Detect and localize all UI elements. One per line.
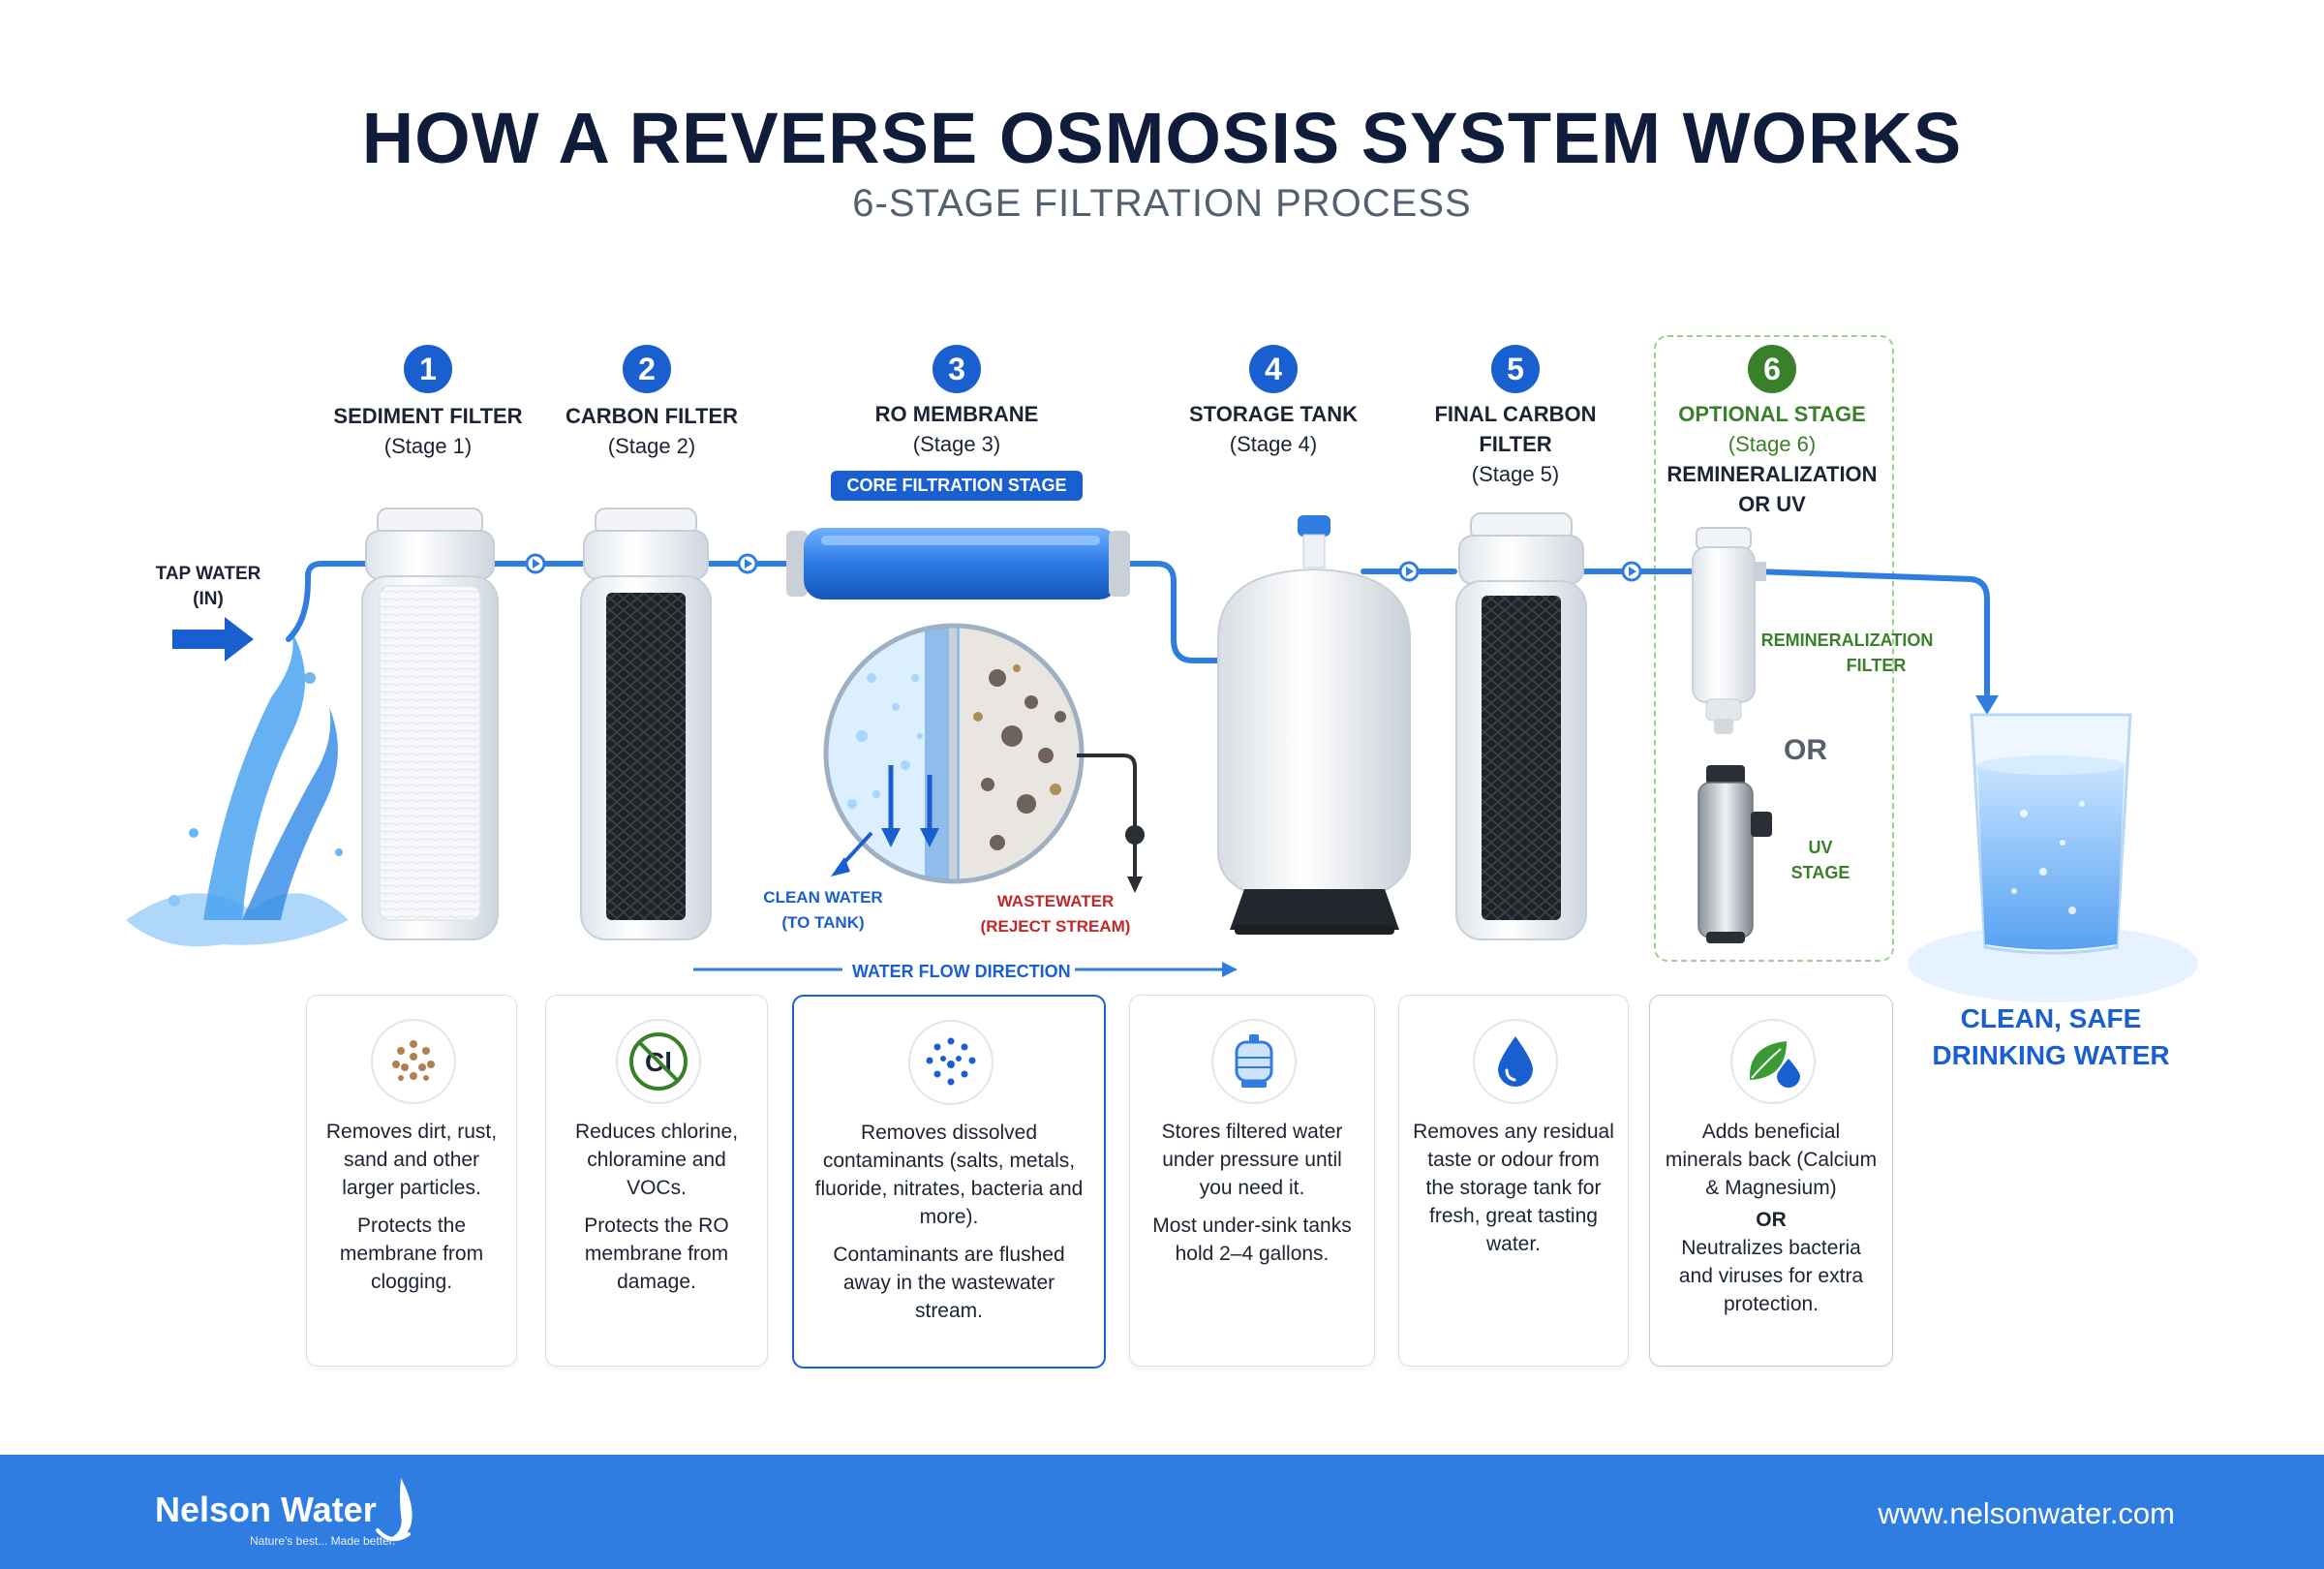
card-storage-tank: Stores filtered water under pressure unt… (1129, 995, 1375, 1367)
card-carbon-filter: Cl Reduces chlorine, chloramine and VOCs… (545, 995, 768, 1367)
stage-number-6: 6 (1748, 345, 1796, 393)
page-subtitle: 6-STAGE FILTRATION PROCESS (852, 182, 1472, 225)
card-sediment-filter: Removes dirt, rust, sand and other large… (306, 995, 517, 1367)
stage-name: STORAGE TANK (1189, 402, 1358, 426)
stage-name: RO MEMBRANE (874, 402, 1039, 426)
card-text: Stores filtered water under pressure unt… (1152, 1121, 1352, 1265)
ro-membrane-tube (786, 528, 1130, 600)
drinking-glass (1908, 713, 2198, 1002)
final-carbon-filter-housing (1455, 512, 1587, 940)
water-drop-icon (1473, 1019, 1558, 1104)
stage-header-2: CARBON FILTER (Stage 2) (540, 401, 763, 461)
stage-extra-line2: OR UV (1738, 492, 1806, 516)
core-stage-badge: CORE FILTRATION STAGE (831, 471, 1083, 501)
no-chlorine-icon: Cl (616, 1019, 701, 1104)
uv-sterilizer (1697, 765, 1772, 943)
brand-tagline: Nature's best... Made better. (250, 1534, 396, 1548)
card-ro-membrane: Removes dissolved contaminants (salts, m… (792, 995, 1106, 1369)
water-flow-direction-label: WATER FLOW DIRECTION (852, 962, 1071, 981)
stage-name: CARBON FILTER (565, 404, 739, 428)
stage-number-4: 4 (1249, 345, 1298, 393)
stage-name-line2: FILTER (1479, 432, 1552, 456)
stage-name: OPTIONAL STAGE (1678, 402, 1866, 426)
storage-tank (1217, 515, 1411, 935)
card-final-carbon-filter: Removes any residual taste or odour from… (1398, 995, 1629, 1367)
stage-label: (Stage 1) (383, 434, 473, 458)
uv-stage-label: UV STAGE (1790, 838, 1850, 882)
website-link[interactable]: www.nelsonwater.com (1878, 1496, 2175, 1530)
card-text: Removes any residual taste or odour from… (1413, 1121, 1614, 1255)
wastewater-label: WASTEWATER (REJECT STREAM) (980, 892, 1131, 936)
stage-extra-line1: REMINERALIZATION (1667, 462, 1878, 486)
brand-drop-icon (376, 1478, 413, 1542)
tank-icon (1211, 1019, 1297, 1104)
stage-name: SEDIMENT FILTER (333, 404, 523, 428)
stage-number-3: 3 (933, 345, 981, 393)
stage-header-5: FINAL CARBON FILTER (Stage 5) (1399, 399, 1632, 489)
remineralization-filter-label: REMINERALIZATION FILTER (1760, 631, 1934, 675)
optional-stage-box (1654, 335, 1894, 962)
clean-drinking-water-label: CLEAN, SAFE DRINKING WATER (1932, 1003, 2170, 1070)
stage-header-4: STORAGE TANK (Stage 4) (1157, 399, 1390, 459)
stage-label: (Stage 5) (1471, 462, 1560, 486)
sediment-filter-housing (361, 508, 499, 940)
remineralization-filter (1692, 527, 1766, 734)
tap-water-label: TAP WATER (IN) (155, 564, 261, 609)
page-title: HOW A REVERSE OSMOSIS SYSTEM WORKS (361, 98, 1963, 178)
clean-water-label: CLEAN WATER (TO TANK) (763, 888, 883, 932)
leaf-drop-icon (1730, 1019, 1816, 1104)
dissolved-dots-icon (908, 1020, 994, 1105)
particles-icon (371, 1019, 456, 1104)
stage-header-1: SEDIMENT FILTER (Stage 1) (312, 401, 544, 461)
card-text: Removes dirt, rust, sand and other large… (325, 1121, 498, 1293)
stage-number-1: 1 (404, 345, 452, 393)
card-optional-stage: Adds beneficial minerals back (Calcium &… (1649, 995, 1893, 1367)
optional-or-label: OR (1784, 734, 1827, 766)
carbon-filter-housing (580, 508, 712, 940)
brand-logo[interactable]: Nelson Water (155, 1490, 377, 1529)
stage-name-line1: FINAL CARBON (1434, 402, 1597, 426)
card-text: Removes dissolved contaminants (salts, m… (814, 1122, 1084, 1322)
stage-number-2: 2 (623, 345, 671, 393)
footer-bar (0, 1455, 2324, 1569)
stage-number-5: 5 (1491, 345, 1540, 393)
stage-label: (Stage 4) (1229, 432, 1318, 456)
card-text: Adds beneficial minerals back (Calcium &… (1665, 1121, 1878, 1315)
stage-label: (Stage 6) (1728, 432, 1817, 456)
stage-header-6: OPTIONAL STAGE (Stage 6) REMINERALIZATIO… (1656, 399, 1888, 519)
card-text: Reduces chlorine, chloramine and VOCs. P… (574, 1121, 739, 1293)
stage-label: (Stage 3) (912, 432, 1001, 456)
stage-label: (Stage 2) (607, 434, 696, 458)
stage-header-3: RO MEMBRANE (Stage 3) (841, 399, 1073, 459)
